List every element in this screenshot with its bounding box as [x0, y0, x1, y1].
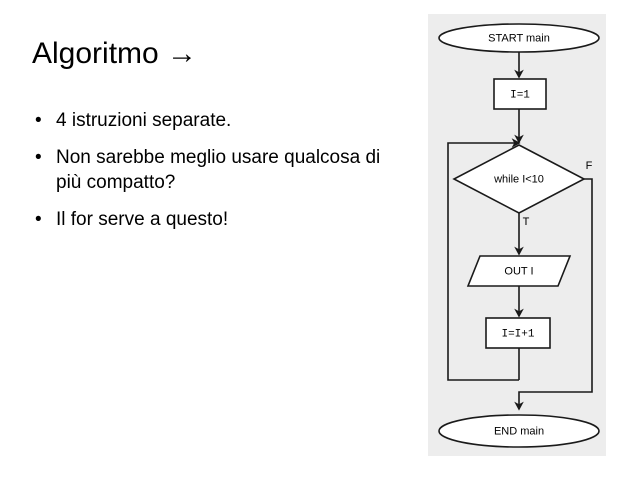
text-column: Algoritmo → • 4 istruzioni separate. • N…	[32, 37, 402, 244]
flow-node-output	[466, 255, 572, 287]
connector-condition-false-to-end	[514, 178, 593, 411]
flow-node-end-label: END main	[494, 425, 544, 437]
flow-branch-true-label: T	[523, 216, 530, 228]
bullet-dot-icon: •	[35, 209, 42, 230]
flow-node-start-label: START main	[488, 32, 550, 44]
flow-node-init	[493, 78, 547, 110]
flow-node-end	[438, 414, 600, 448]
flow-branch-false-label: F	[586, 160, 593, 172]
page-title: Algoritmo →	[32, 37, 198, 70]
flow-node-condition	[452, 144, 586, 214]
flowchart-panel: START main I=1 while I<10 F T OUT I I=I+…	[428, 14, 606, 456]
list-item: • Non sarebbe meglio usare qualcosa di p…	[32, 145, 402, 195]
flow-node-start	[438, 23, 600, 53]
list-item: • 4 istruzioni separate.	[32, 108, 402, 133]
list-item-label: 4 istruzioni separate.	[56, 110, 232, 131]
bullet-dot-icon: •	[35, 147, 42, 168]
list-item-label: Non sarebbe meglio usare qualcosa di più…	[56, 147, 381, 193]
list-item: • Il for serve a questo!	[32, 207, 402, 232]
flow-node-increment-label: I=I+1	[501, 328, 534, 340]
flow-node-condition-label: while I<10	[493, 173, 544, 185]
bullet-dot-icon: •	[35, 110, 42, 131]
flow-node-increment	[485, 317, 551, 349]
flow-node-output-label: OUT I	[504, 265, 533, 277]
flow-node-init-label: I=1	[510, 89, 530, 101]
flowchart-diagram: START main I=1 while I<10 F T OUT I I=I+…	[438, 23, 600, 448]
list-item-label: Il for serve a questo!	[56, 209, 229, 230]
bullet-list: • 4 istruzioni separate. • Non sarebbe m…	[32, 108, 402, 244]
connector-loop-back	[447, 138, 521, 381]
